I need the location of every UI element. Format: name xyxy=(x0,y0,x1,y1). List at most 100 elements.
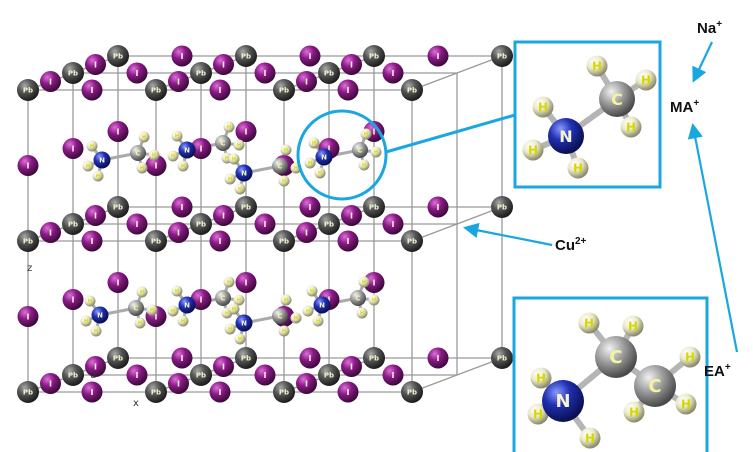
hydrogen-symbol: H xyxy=(374,150,378,156)
iodine-symbol: I xyxy=(373,128,376,137)
iodine-sphere xyxy=(337,230,359,252)
pb-atom: Pb xyxy=(17,79,39,101)
hydrogen-atom: H xyxy=(530,367,552,389)
iodine-sphere xyxy=(299,347,321,369)
hydrogen-symbol: H xyxy=(225,156,229,162)
iodine-sphere xyxy=(254,364,276,386)
hydrogen-symbol: H xyxy=(227,125,231,131)
hydrogen-sphere xyxy=(228,153,240,165)
hydrogen-sphere xyxy=(356,307,368,319)
hydrogen-symbol: H xyxy=(238,337,242,343)
pb-symbol: Pb xyxy=(68,372,78,380)
carbon-symbol: C xyxy=(277,313,282,321)
ion-label-ea: EA+ xyxy=(704,362,731,380)
hydrogen-sphere xyxy=(370,146,382,158)
hydrogen-atom: H xyxy=(136,162,148,174)
pb-atom: Pb xyxy=(318,213,340,235)
hydrogen-symbol: H xyxy=(86,164,90,170)
iodine-symbol: I xyxy=(49,380,52,389)
hydrogen-sphere xyxy=(530,367,552,389)
nitrogen-atom: N xyxy=(93,151,111,169)
iodine-atom: I xyxy=(190,289,212,310)
pb-sphere xyxy=(190,213,212,235)
pb-atom: Pb xyxy=(190,364,212,386)
highlight-circle xyxy=(296,109,388,201)
iodine-symbol: I xyxy=(350,363,353,372)
iodine-atom: I xyxy=(107,121,129,142)
iodine-atom: I xyxy=(337,381,359,403)
hydrogen-sphere xyxy=(567,157,589,179)
hydrogen-atom: H xyxy=(578,312,600,334)
iodine-atom: I xyxy=(341,54,362,75)
hydrogen-atom: H xyxy=(280,144,292,156)
iodine-sphere xyxy=(168,373,189,394)
nitrogen-sphere xyxy=(315,148,333,166)
hydrogen-symbol: H xyxy=(362,163,366,169)
iodine-atom: I xyxy=(254,62,276,84)
iodine-symbol: I xyxy=(94,61,97,70)
pb-symbol: Pb xyxy=(151,389,161,397)
hydrogen-sphere xyxy=(290,312,302,324)
pb-symbol: Pb xyxy=(68,221,78,229)
iodine-symbol: I xyxy=(136,371,139,380)
iodine-sphere xyxy=(213,54,234,75)
iodine-atom: I xyxy=(299,347,321,369)
hydrogen-atom: H xyxy=(368,294,380,306)
iodine-atom: I xyxy=(427,45,449,67)
pb-symbol: Pb xyxy=(113,355,123,363)
carbon-atom: C xyxy=(215,135,231,151)
hydrogen-atom: H xyxy=(356,307,368,319)
iodine-sphere xyxy=(171,45,193,67)
iodine-symbol: I xyxy=(219,388,222,397)
iodine-symbol: I xyxy=(117,128,120,137)
iodine-symbol: I xyxy=(155,313,158,322)
hydrogen-atom: H xyxy=(527,403,549,425)
pb-symbol: Pb xyxy=(407,87,417,95)
pb-atom: Pb xyxy=(491,45,513,67)
iodine-symbol: I xyxy=(177,229,180,238)
hydrogen-sphere xyxy=(171,285,183,297)
nitrogen-sphere xyxy=(235,164,253,182)
iodine-sphere xyxy=(126,62,148,84)
hydrogen-atom: H xyxy=(290,312,302,324)
pb-symbol: Pb xyxy=(151,87,161,95)
hydrogen-symbol: H xyxy=(238,187,242,193)
hydrogen-atom: H xyxy=(146,304,158,316)
carbon-atom: C xyxy=(599,81,635,117)
hydrogen-symbol: H xyxy=(372,298,376,304)
pb-sphere xyxy=(318,213,340,235)
carbon-atom: C xyxy=(215,290,231,306)
pb-sphere xyxy=(273,381,295,403)
iodine-sphere xyxy=(85,205,106,226)
hydrogen-atom: H xyxy=(86,140,98,152)
nitrogen-sphere xyxy=(548,118,584,154)
hydrogen-symbol: H xyxy=(536,372,546,386)
pb-atom: Pb xyxy=(491,196,513,218)
iodine-symbol: I xyxy=(245,128,248,137)
pb-atom: Pb xyxy=(235,347,257,369)
iodine-symbol: I xyxy=(245,279,248,288)
hydrogen-symbol: H xyxy=(175,134,179,140)
ion-label-cu: Cu2+ xyxy=(555,236,587,254)
iodine-atom: I xyxy=(235,121,257,142)
pb-atom: Pb xyxy=(145,230,167,252)
hydrogen-sphere xyxy=(527,403,549,425)
iodine-sphere xyxy=(427,347,449,369)
arrow-cu-to-pb xyxy=(462,222,553,247)
carbon-sphere xyxy=(272,308,288,324)
iodine-atom: I xyxy=(363,272,385,293)
iodine-atom: I xyxy=(62,289,84,310)
iodine-sphere xyxy=(296,71,317,92)
hydrogen-sphere xyxy=(84,295,96,307)
iodine-symbol: I xyxy=(91,388,94,397)
iodine-sphere xyxy=(62,138,84,159)
iodine-atom: I xyxy=(427,196,449,218)
carbon-symbol: C xyxy=(133,305,138,313)
iodine-symbol: I xyxy=(219,237,222,246)
hydrogen-symbol: H xyxy=(628,320,638,334)
nitrogen-sphere xyxy=(178,296,196,314)
pb-atom: Pb xyxy=(273,230,295,252)
iodine-atom: I xyxy=(145,155,167,176)
hydrogen-symbol: H xyxy=(84,319,88,325)
iodine-sphere xyxy=(107,121,129,142)
